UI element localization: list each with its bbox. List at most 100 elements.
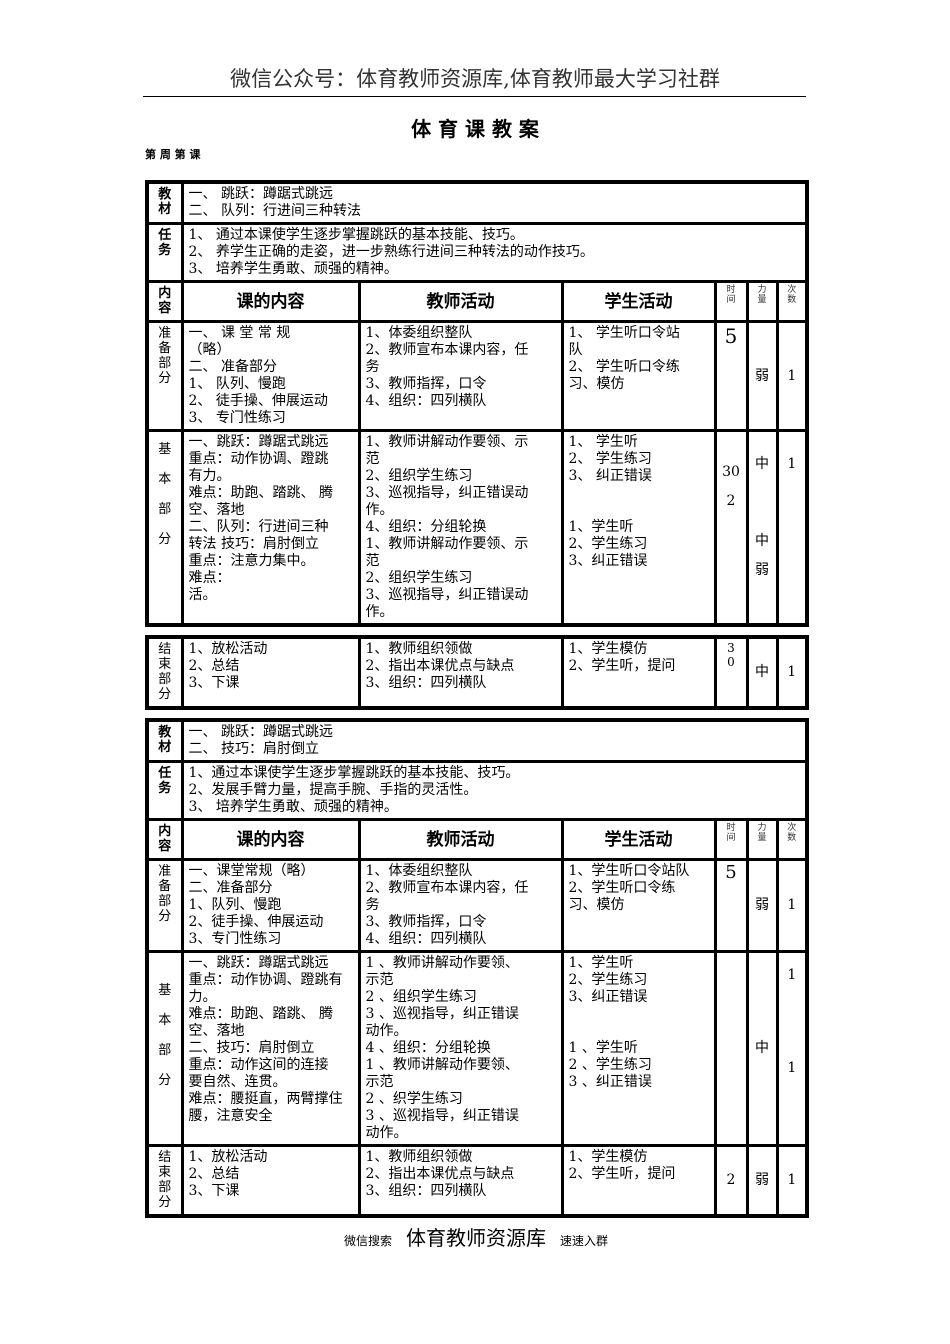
- b-basic-teacher: 1 、教师讲解动作要领、 示范 2 、组织学生练习 3 、巡视指导，纠正错误 动…: [357, 950, 564, 1147]
- c-end-row: 结束部分 1、放松活动 2、总结 3、下课 1、教师组织领做 2、指出本课优点与…: [145, 635, 809, 710]
- b-tasks: 1、通过本课使学生逐步掌握跳跃的基本技能、技巧。 2、发展手臂力量，提高手腕、手…: [180, 760, 809, 821]
- b-task-label: 任务: [158, 766, 172, 796]
- b-end-content: 1、放松活动 2、总结 3、下课: [180, 1144, 361, 1218]
- a-material-label: 教材: [158, 187, 172, 217]
- layer-a-table: 教材 一、 跳跃：蹲踞式跳远 二、 队列：行进间三种转法 任务 1、 通过本课使…: [145, 180, 810, 627]
- b-task-row: 任务 1、通过本课使学生逐步掌握跳跃的基本技能、技巧。 2、发展手臂力量，提高手…: [145, 760, 809, 821]
- a-col-count: 次数: [787, 285, 797, 305]
- a-prep-label-cell: 准备部分: [145, 320, 184, 432]
- a-basic-label-cell: 基本部分: [145, 429, 184, 627]
- a-prep-row: 准备部分 一、 课 堂 常 规 （略） 二、 准备部分 1、 队列、慢跑 2、 …: [145, 320, 809, 432]
- a-col-student: 学生活动: [560, 280, 717, 323]
- c-end-load: 中: [745, 635, 779, 710]
- b-end-teacher: 1、教师组织领做 2、指出本课优点与缺点 3、组织：四列横队: [357, 1144, 564, 1218]
- a-basic-label: 基本部分: [158, 442, 172, 547]
- watermark: 微信搜索 体育教师资源库 速速入群: [145, 1226, 807, 1250]
- b-end-row: 结束部分 1、放松活动 2、总结 3、下课 1、教师组织领做 2、指出本课优点与…: [145, 1144, 809, 1218]
- b-basic-load: 中: [745, 950, 779, 1147]
- b-material: 一、 跳跃：蹲踞式跳远 二、 技巧：肩肘倒立: [180, 718, 809, 763]
- b-prep-content: 一、课堂常规（略） 二、准备部分 1、队列、慢跑 2、徒手操、伸展运动 3、专门…: [180, 858, 361, 953]
- b-column-header-row: 内容 课的内容 教师活动 学生活动 时间 力量 次数: [145, 818, 809, 861]
- b-task-label-cell: 任务: [145, 760, 184, 821]
- a-basic-student-2: 1、学生听 2、学生练习 3、纠正错误: [568, 519, 648, 569]
- b-col-section-cell: 内容: [145, 818, 184, 861]
- week-lesson: 第 周 第 课: [145, 148, 201, 161]
- a-col-teacher: 教师活动: [357, 280, 564, 323]
- a-col-time-cell: 时间: [713, 280, 749, 323]
- b-prep-teacher: 1、体委组织整队 2、教师宣布本课内容，任 务 3、教师指挥，口令 4、组织：四…: [357, 858, 564, 953]
- a-material-label-cell: 教材: [145, 180, 184, 225]
- b-basic-label-cell: 基本部分: [145, 950, 184, 1147]
- b-col-load: 力量: [757, 823, 767, 843]
- b-col-teacher: 教师活动: [357, 818, 564, 861]
- b-material-label: 教材: [158, 725, 172, 755]
- b-col-count: 次数: [787, 823, 797, 843]
- a-basic-load-3: 弱: [755, 562, 769, 578]
- c-end-count: 1: [775, 635, 809, 710]
- a-prep-student: 1、 学生听口令站 队 2、 学生听口令练 习、模仿: [560, 320, 717, 432]
- a-basic-count: 1: [787, 456, 797, 472]
- b-prep-row: 准备部分 一、课堂常规（略） 二、准备部分 1、队列、慢跑 2、徒手操、伸展运动…: [145, 858, 809, 953]
- b-basic-count: 1: [787, 967, 797, 983]
- a-col-content: 课的内容: [180, 280, 361, 323]
- c-end-label-cell: 结束部分: [145, 635, 184, 710]
- b-end-load: 弱: [745, 1144, 779, 1218]
- layer-b-table: 教材 一、 跳跃：蹲踞式跳远 二、 技巧：肩肘倒立 任务 1、通过本课使学生逐步…: [145, 718, 810, 1218]
- b-end-label-cell: 结束部分: [145, 1144, 184, 1218]
- b-end-time: 2: [713, 1144, 749, 1218]
- a-basic-load-2: 中: [755, 533, 769, 549]
- b-end-label: 结束部分: [158, 1150, 172, 1210]
- b-col-student: 学生活动: [560, 818, 717, 861]
- b-basic-content: 一、跳跃：蹲踞式跳远 重点：动作协调、蹬跳有 力。 难点：助跑、踏跳、 腾 空、…: [180, 950, 361, 1147]
- a-basic-count-cell: 1: [775, 429, 809, 627]
- b-prep-label: 准备部分: [158, 864, 172, 924]
- a-basic-load: 中: [755, 456, 769, 472]
- b-basic-label: 基本部分: [158, 983, 172, 1088]
- lesson-plan: 教材 一、 跳跃：蹲踞式跳远 二、 队列：行进间三种转法 任务 1、 通过本课使…: [145, 180, 810, 1250]
- a-prep-label: 准备部分: [158, 326, 172, 386]
- b-col-time: 时间: [726, 823, 736, 843]
- b-end-student: 1、学生模仿 2、学生听，提问: [560, 1144, 717, 1218]
- b-prep-time: 5: [713, 858, 749, 953]
- a-task-row: 任务 1、 通过本课使学生逐步掌握跳跃的基本技能、技巧。 2、 养学生正确的走姿…: [145, 222, 809, 283]
- b-material-label-cell: 教材: [145, 718, 184, 763]
- c-end-student: 1、学生模仿 2、学生听，提问: [560, 635, 717, 710]
- b-col-section: 内容: [158, 824, 172, 854]
- watermark-right: 速速入群: [560, 1234, 609, 1248]
- a-basic-time-cell: 30 2: [713, 429, 749, 627]
- watermark-center: 体育教师资源库: [406, 1226, 546, 1250]
- b-end-count: 1: [775, 1144, 809, 1218]
- wechat-header: 微信公众号：体育教师资源库,体育教师最大学习社群: [230, 67, 720, 91]
- b-basic-student-2: 1 、学生听 2 、学生练习 3 、纠正错误: [568, 1040, 652, 1090]
- a-material: 一、 跳跃：蹲踞式跳远 二、 队列：行进间三种转法: [180, 180, 809, 225]
- a-col-section: 内容: [158, 286, 172, 316]
- a-col-load-cell: 力量: [745, 280, 779, 323]
- a-col-section-cell: 内容: [145, 280, 184, 323]
- a-col-load: 力量: [757, 285, 767, 305]
- a-basic-time-2: 2: [726, 493, 736, 509]
- c-end-teacher: 1、教师组织领做 2、指出本课优点与缺点 3、组织：四列横队: [357, 635, 564, 710]
- a-prep-count: 1: [775, 320, 809, 432]
- b-prep-label-cell: 准备部分: [145, 858, 184, 953]
- b-prep-load: 弱: [745, 858, 779, 953]
- header-rule: [143, 96, 806, 97]
- c-end-label: 结束部分: [158, 642, 172, 702]
- b-prep-student: 1、学生听口令站队 2、学生听口令练 习、模仿: [560, 858, 717, 953]
- b-col-time-cell: 时间: [713, 818, 749, 861]
- a-col-count-cell: 次数: [775, 280, 809, 323]
- b-material-row: 教材 一、 跳跃：蹲踞式跳远 二、 技巧：肩肘倒立: [145, 718, 809, 763]
- b-prep-count: 1: [775, 858, 809, 953]
- layer-c-table: 结束部分 1、放松活动 2、总结 3、下课 1、教师组织领做 2、指出本课优点与…: [145, 635, 809, 710]
- a-basic-row: 基本部分 一、跳跃：蹲踞式跳远 重点：动作协调、蹬跳 有力。 难点：助跑、踏跳、…: [145, 429, 809, 627]
- a-basic-load-cell: 中中弱: [745, 429, 779, 627]
- b-basic-time-cell: [713, 950, 749, 1147]
- a-material-row: 教材 一、 跳跃：蹲踞式跳远 二、 队列：行进间三种转法: [145, 180, 809, 225]
- b-basic-row: 基本部分 一、跳跃：蹲踞式跳远 重点：动作协调、蹬跳有 力。 难点：助跑、踏跳、…: [145, 950, 809, 1147]
- a-col-time: 时间: [726, 285, 736, 305]
- a-basic-time: 30: [722, 464, 740, 480]
- a-prep-time: 5: [713, 320, 749, 432]
- b-basic-count-2: 1: [787, 1060, 797, 1076]
